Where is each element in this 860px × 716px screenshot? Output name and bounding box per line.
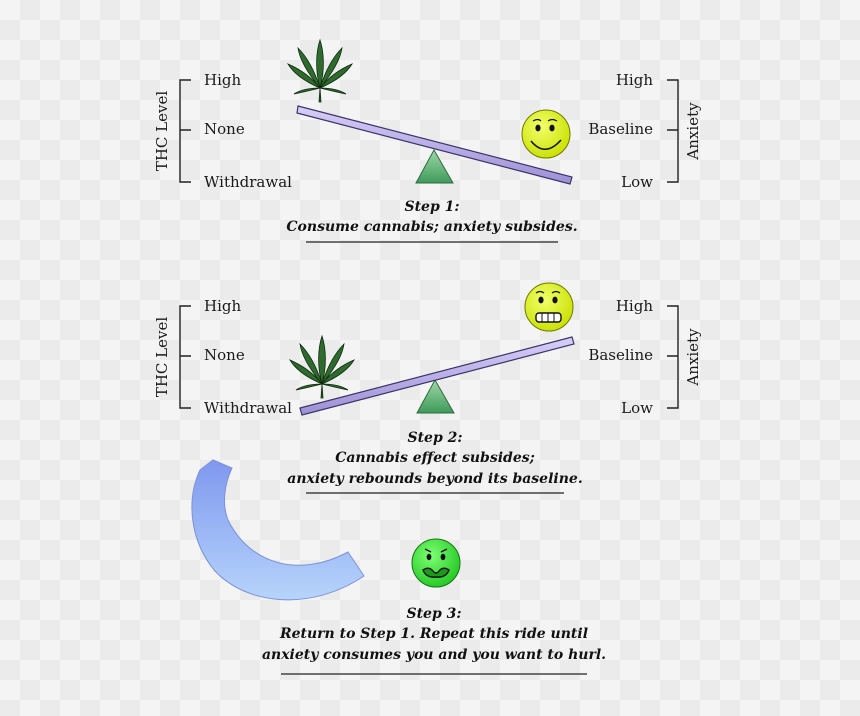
cannabis-leaf-icon xyxy=(289,335,355,399)
step-2-title: Step 2: xyxy=(407,430,462,446)
anxiety-level-high: High xyxy=(616,71,653,89)
nauseous-face-icon xyxy=(411,538,461,588)
thc-level-high: High xyxy=(204,297,241,315)
thc-level-withdrawal: Withdrawal xyxy=(204,399,292,417)
thc-axis-title: THC Level xyxy=(153,91,171,172)
thc-level-withdrawal: Withdrawal xyxy=(204,173,292,191)
anxiety-axis-bracket xyxy=(667,79,679,183)
panel-step-3: Step 3: Return to Step 1. Repeat this ri… xyxy=(191,459,606,675)
anxiety-level-baseline: Baseline xyxy=(588,346,653,364)
step-2-description-line-1: Cannabis effect subsides; xyxy=(335,450,535,466)
anxiety-level-baseline: Baseline xyxy=(588,120,653,138)
anxiety-level-low: Low xyxy=(621,173,653,191)
thc-axis-bracket xyxy=(179,305,191,409)
fulcrum-triangle xyxy=(416,378,455,414)
anxiety-axis-title: Anxiety xyxy=(684,328,702,387)
seesaw-beam xyxy=(299,336,575,416)
step-3-description-line-2: anxiety consumes you and you want to hur… xyxy=(262,647,606,663)
anxiety-level-high: High xyxy=(616,297,653,315)
step-2-description-line-2: anxiety rebounds beyond its baseline. xyxy=(287,471,582,487)
step-3-title: Step 3: xyxy=(406,606,461,622)
panel-step-1: THC Level High None Withdrawal High Base… xyxy=(153,39,702,243)
step-1-description: Consume cannabis; anxiety subsides. xyxy=(286,219,577,235)
seesaw-beam xyxy=(296,105,573,185)
step-1-title: Step 1: xyxy=(404,199,459,215)
anxiety-axis-bracket xyxy=(667,305,679,409)
thc-axis-bracket xyxy=(179,79,191,183)
anxiety-level-low: Low xyxy=(621,399,653,417)
anxiety-axis-title: Anxiety xyxy=(684,102,702,161)
content-face-icon xyxy=(521,109,571,159)
cannabis-leaf-icon xyxy=(287,39,353,103)
thc-level-none: None xyxy=(204,120,245,138)
thc-axis-title: THC Level xyxy=(153,317,171,398)
panel-step-2: THC Level High None Withdrawal High Base… xyxy=(153,282,702,494)
step-3-description-line-1: Return to Step 1. Repeat this ride until xyxy=(279,626,588,642)
fulcrum-triangle xyxy=(415,148,454,184)
thc-level-none: None xyxy=(204,346,245,364)
thc-level-high: High xyxy=(204,71,241,89)
anxious-face-icon xyxy=(524,282,574,332)
cycle-arrow-icon xyxy=(191,459,365,601)
